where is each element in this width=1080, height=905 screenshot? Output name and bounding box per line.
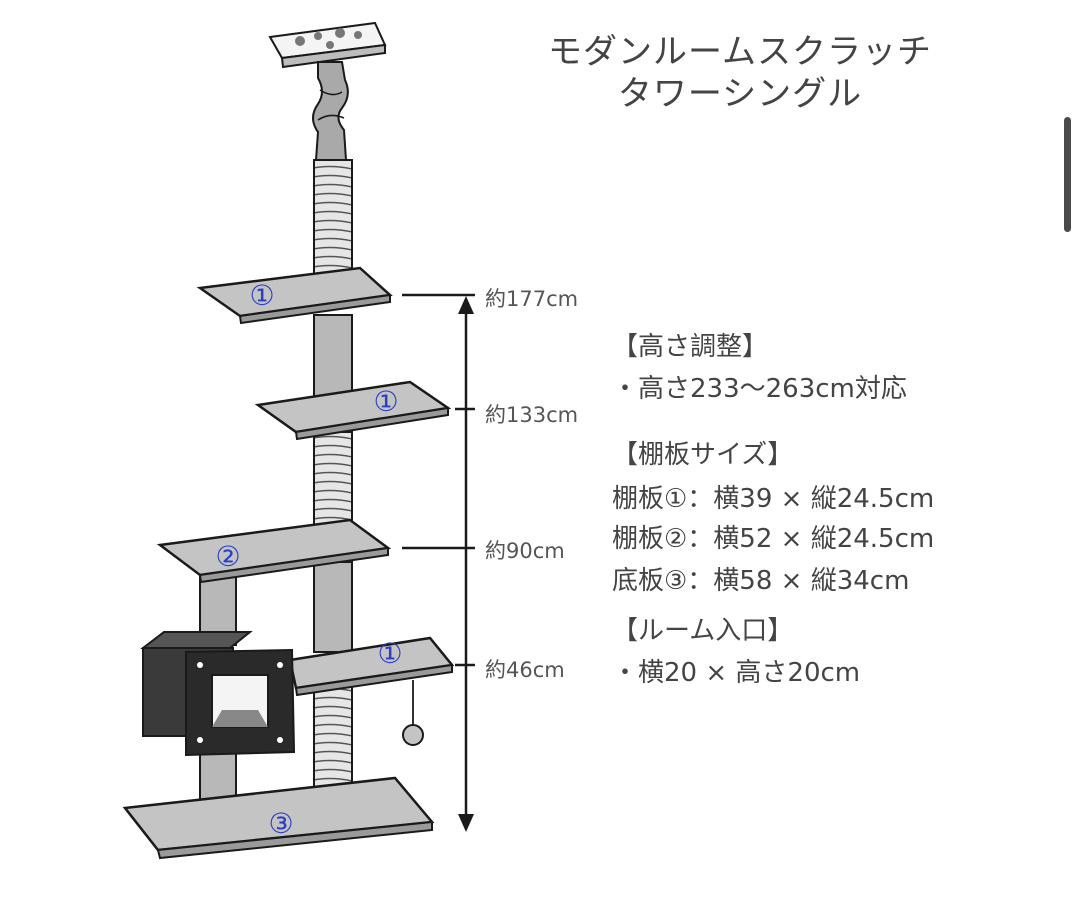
shelf-177 bbox=[196, 266, 393, 325]
marker-shelf-90: ② bbox=[215, 540, 240, 573]
ceiling-fixture bbox=[268, 21, 387, 69]
base-board bbox=[122, 776, 435, 860]
height-label-90: 約90cm bbox=[485, 539, 565, 563]
shelf-46 bbox=[288, 636, 455, 746]
spec-height-value: ・高さ233～263cm対応 bbox=[612, 374, 907, 404]
marker-shelf-177: ① bbox=[249, 279, 274, 312]
spec-height-heading: 【高さ調整】 bbox=[612, 332, 769, 362]
product-title-line2: タワーシングル bbox=[617, 74, 863, 114]
adjuster-screw bbox=[312, 61, 349, 161]
spec-entrance-heading: 【ルーム入口】 bbox=[612, 616, 794, 646]
shelf-133 bbox=[254, 380, 452, 441]
height-label-133: 約133cm bbox=[485, 403, 579, 427]
spec-base-size: 底板③：横58 × 縦34cm bbox=[612, 566, 910, 596]
height-label-46: 約46cm bbox=[485, 658, 565, 682]
scrollbar-thumb[interactable] bbox=[1064, 117, 1071, 232]
marker-shelf-133: ① bbox=[373, 385, 398, 418]
marker-shelf-46: ① bbox=[377, 637, 402, 670]
cat-room bbox=[140, 631, 296, 757]
spec-shelf-heading: 【棚板サイズ】 bbox=[612, 440, 794, 470]
product-title-line1: モダンルームスクラッチ bbox=[548, 32, 932, 72]
marker-base: ③ bbox=[268, 807, 293, 840]
spec-shelf1-size: 棚板①：横39 × 縦24.5cm bbox=[612, 484, 935, 514]
spec-entrance-value: ・横20 × 高さ20cm bbox=[612, 658, 861, 688]
dimension-lines bbox=[402, 293, 475, 832]
shelf-90 bbox=[156, 518, 392, 584]
main-pole bbox=[313, 159, 353, 796]
height-label-177: 約177cm bbox=[485, 287, 579, 311]
spec-shelf2-size: 棚板②：横52 × 縦24.5cm bbox=[612, 524, 935, 554]
